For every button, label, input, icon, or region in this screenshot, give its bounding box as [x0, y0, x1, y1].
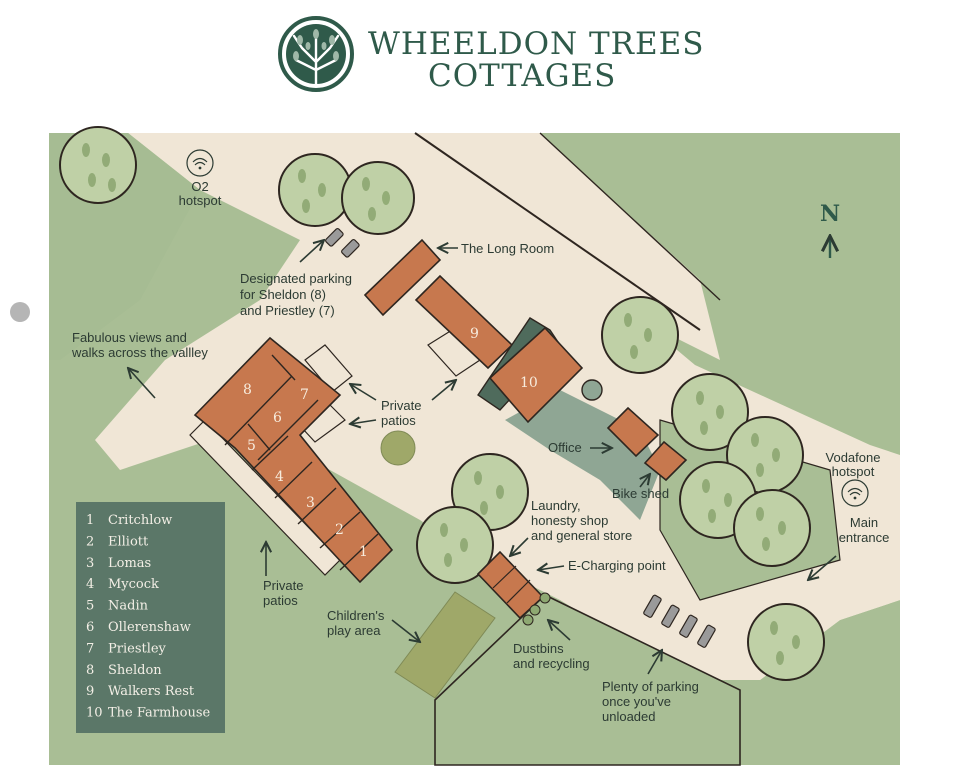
label-designated-parking: Designated parking for Sheldon (8) and P…	[240, 271, 356, 318]
legend-cottage-name: Nadin	[108, 599, 149, 614]
wifi-icon	[841, 479, 869, 507]
tree-icon	[416, 506, 494, 584]
parking-spaces	[325, 228, 716, 648]
farmhouse	[488, 326, 584, 424]
legend-cottage-name: Lomas	[108, 556, 151, 571]
label-echarging: E-Charging point	[568, 558, 666, 573]
trees	[59, 126, 825, 681]
building-number-9: 9	[470, 326, 479, 342]
legend-number: 10	[86, 706, 103, 721]
label-views: Fabulous views and walks across the vall…	[71, 330, 208, 360]
building-number-3: 3	[306, 495, 315, 511]
building-number-6: 6	[273, 410, 282, 426]
legend-number: 3	[86, 556, 94, 571]
label-play-area: Children's play area	[327, 608, 388, 638]
legend-cottage-name: Ollerenshaw	[108, 620, 191, 635]
legend-number: 5	[86, 599, 94, 614]
legend-cottage-name: The Farmhouse	[108, 706, 211, 721]
label-bike-shed: Bike shed	[612, 486, 669, 501]
label-dustbins: Dustbins and recycling	[513, 641, 590, 671]
tree-icon	[59, 126, 137, 204]
legend-cottage-name: Priestley	[108, 641, 167, 656]
tree-icon	[601, 296, 679, 374]
label-private-patios-top: Private patios	[381, 398, 425, 428]
legend-number: 9	[86, 684, 94, 699]
tree-icon	[733, 489, 811, 567]
building-number-5: 5	[247, 438, 256, 454]
label-parking: Plenty of parking once you've unloaded	[602, 679, 702, 724]
legend-cottage-name: Elliott	[108, 534, 149, 549]
building-number-8: 8	[243, 382, 252, 398]
tree-icon	[671, 373, 749, 451]
building-number-10: 10	[520, 375, 538, 391]
legend-cottage-name: Critchlow	[108, 513, 172, 528]
legend-number: 2	[86, 534, 94, 549]
cottage-legend: 1 Critchlow 2 Elliott 3 Lomas 4 Mycock 5 Nadin 6 Ol…	[76, 502, 225, 733]
legend-cottage-name: Walkers Rest	[108, 684, 195, 699]
brand-title-line1: WHEELDON TREES	[368, 26, 705, 62]
cottage-terrace	[193, 336, 394, 584]
page-indicator-dot[interactable]	[10, 302, 30, 322]
label-long-room: The Long Room	[461, 241, 554, 256]
play-area	[394, 591, 496, 699]
building-number-4: 4	[275, 469, 284, 485]
long-room	[363, 238, 442, 317]
office	[606, 406, 660, 458]
tree-texture	[82, 143, 800, 665]
label-laundry: Laundry, honesty shop and general store	[531, 498, 632, 543]
legend-number: 7	[86, 641, 94, 656]
wifi-icon	[186, 149, 214, 177]
legend-number: 1	[86, 513, 94, 528]
building-number-2: 2	[335, 522, 344, 538]
building-numbers: 1 2 3 4 5 6 7 8 9 10	[243, 326, 538, 560]
tree-icon	[278, 153, 352, 227]
label-office: Office	[548, 440, 582, 455]
legend-number: 4	[86, 577, 94, 592]
building-number-7: 7	[300, 387, 309, 403]
label-private-patios-bottom: Private patios	[263, 578, 307, 608]
tree-icon	[747, 603, 825, 681]
tree-icon	[341, 161, 415, 235]
legend-cottage-name: Sheldon	[108, 663, 162, 678]
buildings	[193, 238, 688, 699]
brand-logo	[278, 16, 354, 92]
building-number-1: 1	[359, 544, 368, 560]
compass-north: N	[820, 201, 840, 227]
bike-shed	[643, 440, 688, 482]
legend-number: 8	[86, 663, 94, 678]
brand-title-line2: COTTAGES	[428, 58, 616, 94]
legend-number: 6	[86, 620, 94, 635]
legend-cottage-name: Mycock	[108, 577, 159, 592]
